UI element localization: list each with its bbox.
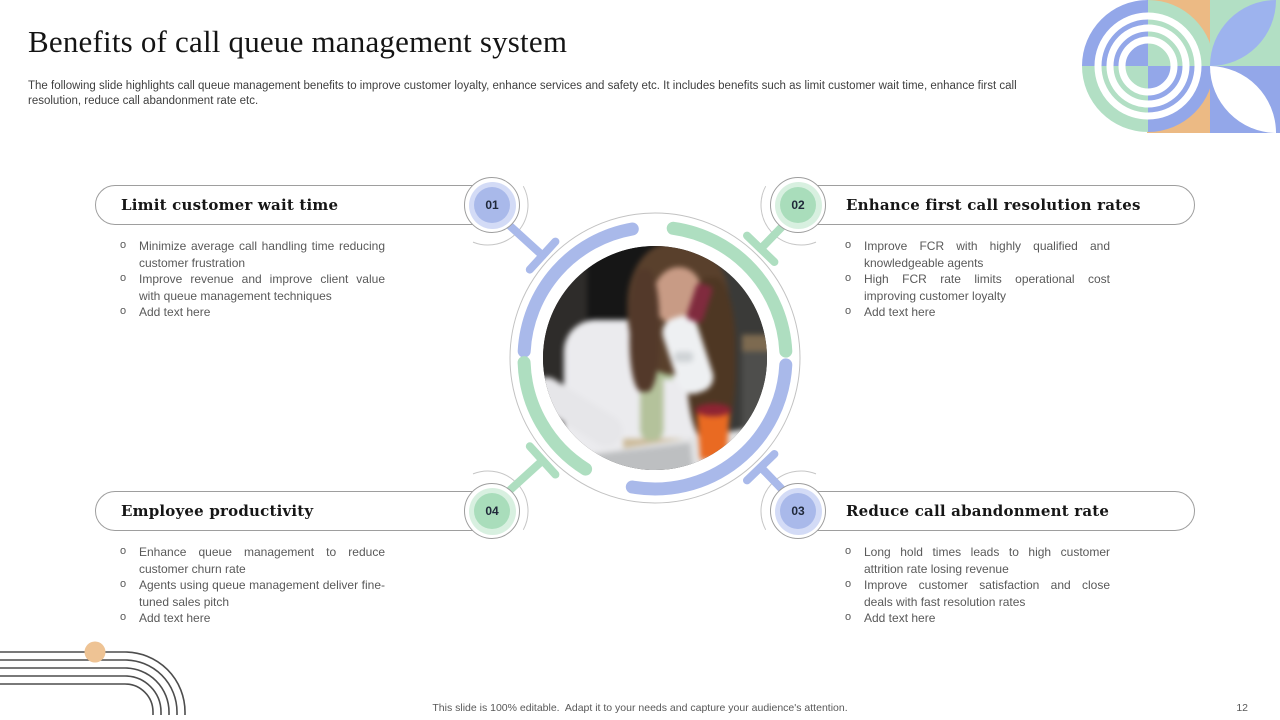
- bullet-item: o High FCR rate limits operational cost i…: [845, 271, 1110, 304]
- benefit-title: Employee productivity: [121, 502, 314, 520]
- benefit-box-limit-wait-time: Limit customer wait time 01 o Minimize av…: [95, 177, 520, 321]
- bullet-text: Long hold times leads to high customer a…: [864, 545, 1110, 576]
- bullet-item: o Enhance queue management to reduce cust…: [120, 544, 385, 577]
- benefit-header-pill: Reduce call abandonment rate 03: [770, 483, 1195, 539]
- number-badge: 04: [464, 483, 520, 539]
- page-number: 12: [1236, 702, 1248, 714]
- bullet-text: Improve customer satisfaction and close …: [864, 578, 1110, 609]
- bullet-item: o Long hold times leads to high customer …: [845, 544, 1110, 577]
- bullet-marker-icon: o: [845, 272, 852, 285]
- bullet-item: o Improve revenue and improve client valu…: [120, 271, 385, 304]
- photo-art: [543, 246, 767, 470]
- bullet-item: o Add text here: [120, 610, 385, 627]
- benefit-box-call-abandonment: Reduce call abandonment rate 03 o Long ho…: [770, 483, 1195, 627]
- slide-subtitle: The following slide highlights call queu…: [28, 80, 1017, 107]
- benefit-header-pill: Enhance first call resolution rates 02: [770, 177, 1195, 233]
- badge-number: 04: [474, 493, 510, 529]
- badge-number: 01: [474, 187, 510, 223]
- bullet-marker-icon: o: [120, 578, 127, 591]
- benefit-box-employee-productivity: Employee productivity 04 o Enhance queue …: [95, 483, 520, 627]
- bullet-text: Minimize average call handling time redu…: [139, 239, 385, 270]
- bullet-marker-icon: o: [120, 611, 127, 624]
- number-badge: 03: [770, 483, 826, 539]
- bullet-text: Improve FCR with highly qualified and kn…: [864, 239, 1110, 270]
- benefit-title: Limit customer wait time: [121, 196, 339, 214]
- bullet-item: o Agents using queue management deliver f…: [120, 577, 385, 610]
- bullet-text: Add text here: [139, 611, 211, 626]
- badge-halo: 03: [774, 487, 822, 535]
- bullet-marker-icon: o: [845, 305, 852, 318]
- bullet-marker-icon: o: [845, 611, 852, 624]
- page-title: Benefits of call queue management system: [28, 24, 568, 59]
- bullet-marker-icon: o: [845, 545, 852, 557]
- bullet-item: o Minimize average call handling time red…: [120, 238, 385, 271]
- bullet-text: Add text here: [864, 305, 936, 320]
- bullet-list: o Enhance queue management to reduce cust…: [120, 544, 385, 627]
- badge-halo: 01: [468, 181, 516, 229]
- bullet-item: o Improve FCR with highly qualified and k…: [845, 238, 1110, 271]
- bullet-text: Enhance queue management to reduce custo…: [139, 545, 385, 576]
- benefit-title: Reduce call abandonment rate: [846, 502, 1110, 520]
- bullet-item: o Add text here: [845, 610, 1110, 627]
- bullet-marker-icon: o: [120, 305, 127, 318]
- bullet-marker-icon: o: [120, 545, 127, 557]
- benefit-header-pill: Employee productivity 04: [95, 483, 520, 539]
- bullet-item: o Add text here: [120, 304, 385, 321]
- footer-note: This slide is 100% editable. Adapt it to…: [432, 702, 848, 714]
- bullet-text: Agents using queue management deliver fi…: [139, 578, 385, 609]
- bullet-text: High FCR rate limits operational cost im…: [864, 272, 1110, 303]
- badge-halo: 04: [468, 487, 516, 535]
- bullet-marker-icon: o: [120, 239, 127, 251]
- curved-lines-icon: [0, 641, 186, 715]
- bullet-marker-icon: o: [845, 239, 852, 251]
- bullet-item: o Add text here: [845, 304, 1110, 321]
- bullet-text: Add text here: [139, 305, 211, 320]
- bullet-list: o Improve FCR with highly qualified and k…: [845, 238, 1110, 321]
- bullet-marker-icon: o: [120, 272, 127, 285]
- bullet-text: Add text here: [864, 611, 936, 626]
- corner-lines-decoration: [0, 615, 200, 720]
- orange-dot-icon: [84, 641, 106, 663]
- benefit-title: Enhance first call resolution rates: [846, 196, 1141, 214]
- number-badge: 01: [464, 177, 520, 233]
- bullet-marker-icon: o: [845, 578, 852, 591]
- badge-number: 02: [780, 187, 816, 223]
- badge-halo: 02: [774, 181, 822, 229]
- bullet-list: o Long hold times leads to high customer …: [845, 544, 1110, 627]
- corner-pattern-decoration: [1082, 0, 1280, 138]
- number-badge: 02: [770, 177, 826, 233]
- benefit-box-first-call-resolution: Enhance first call resolution rates 02 o…: [770, 177, 1195, 321]
- quarter-circle-pattern-icon: [1082, 0, 1280, 133]
- badge-number: 03: [780, 493, 816, 529]
- benefit-header-pill: Limit customer wait time 01: [95, 177, 520, 233]
- bullet-list: o Minimize average call handling time red…: [120, 238, 385, 321]
- bullet-item: o Improve customer satisfaction and close…: [845, 577, 1110, 610]
- center-photo: [543, 246, 767, 470]
- bullet-text: Improve revenue and improve client value…: [139, 272, 385, 303]
